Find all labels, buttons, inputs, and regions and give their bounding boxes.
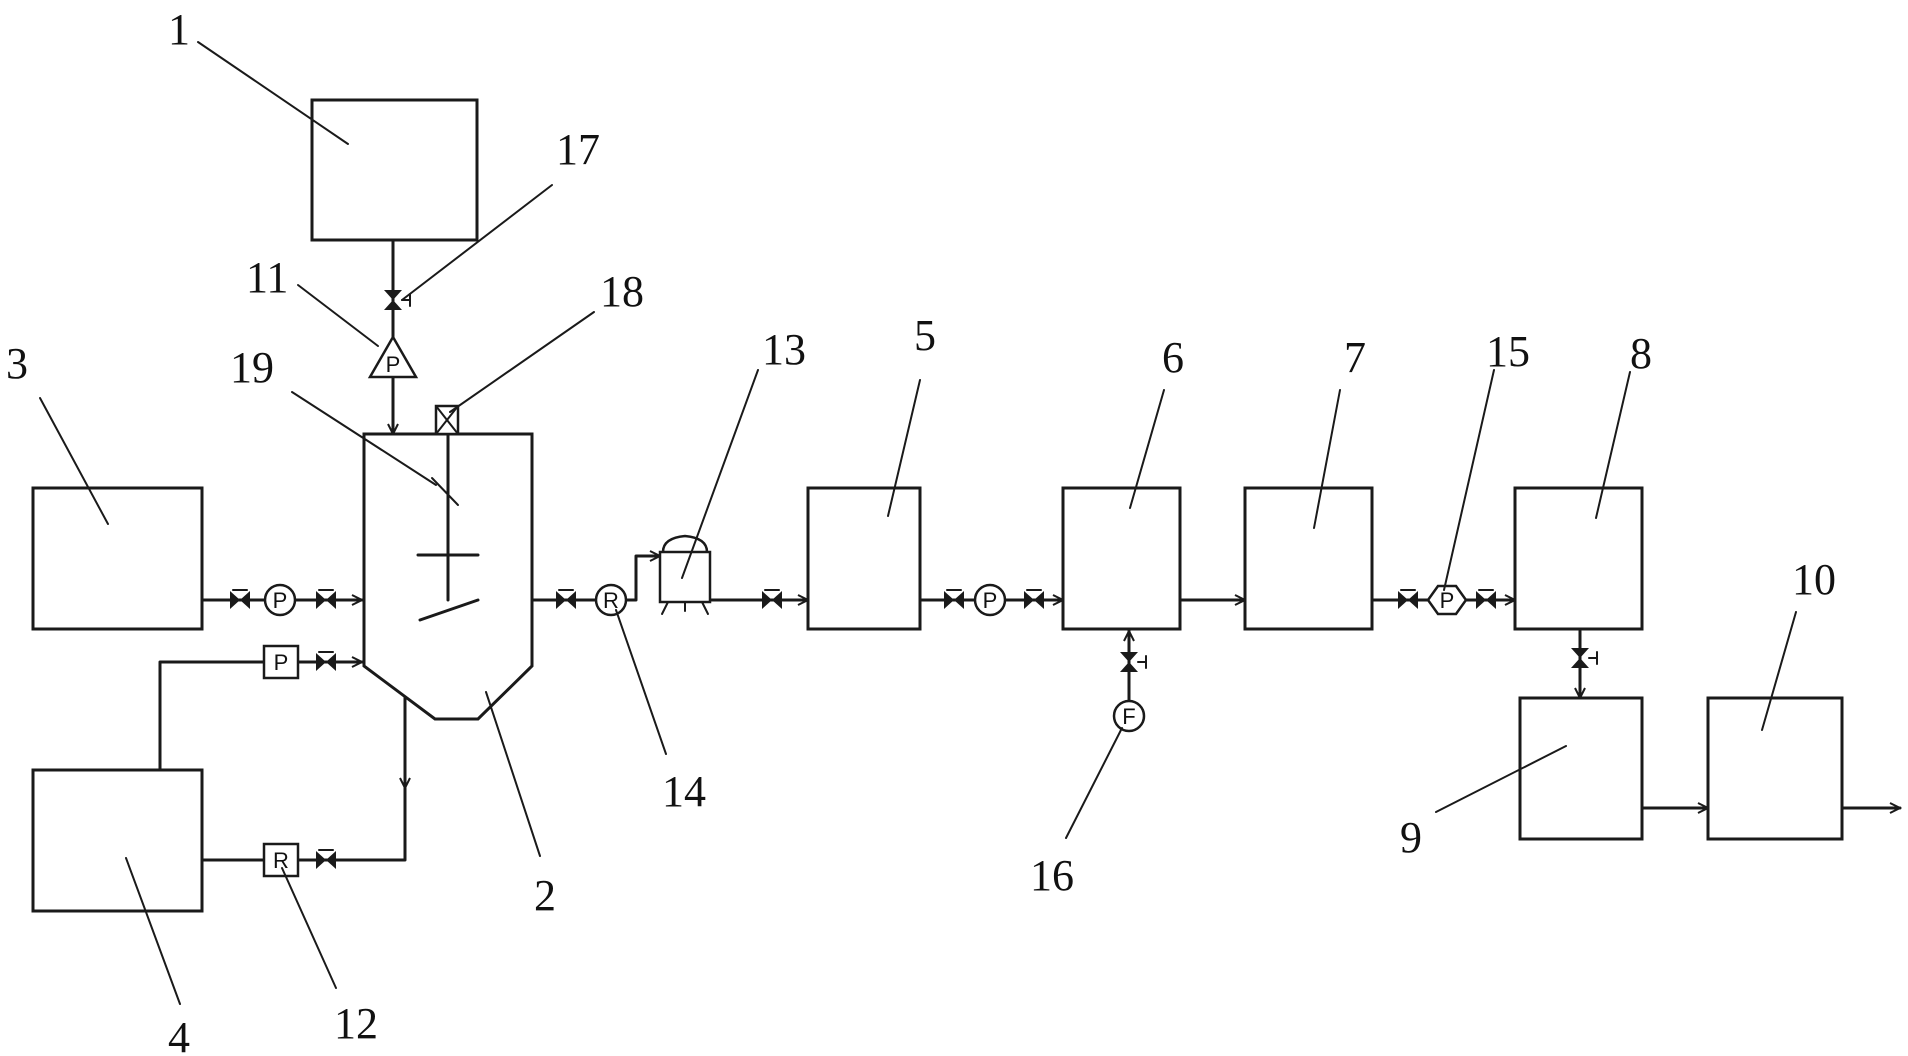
valve-5-6b-icon (1024, 589, 1044, 609)
label-1: 1 (168, 5, 190, 54)
unit-7 (1243, 486, 1374, 631)
device-13-icon (658, 534, 712, 615)
label-11: 11 (246, 253, 288, 302)
svg-text:P: P (273, 588, 288, 613)
valve-7-8a-icon (1398, 589, 1418, 609)
unit-5 (806, 486, 922, 631)
tank-4 (31, 768, 204, 913)
tank-3 (31, 486, 204, 631)
flowmeter-16-icon: F (1112, 699, 1146, 733)
svg-text:P: P (1440, 588, 1455, 613)
leader-2 (485, 691, 541, 857)
label-6: 6 (1162, 333, 1184, 382)
label-7: 7 (1344, 333, 1366, 382)
svg-text:P: P (274, 650, 289, 675)
label-3: 3 (6, 339, 28, 388)
svg-text:P: P (983, 588, 998, 613)
label-13: 13 (762, 325, 806, 374)
leader-14 (615, 609, 667, 755)
svg-text:R: R (603, 588, 619, 613)
valve-reactor-outlet-icon (556, 589, 576, 609)
unit-6 (1061, 486, 1182, 631)
label-15: 15 (1486, 327, 1530, 376)
pipe-reactor-bottom-to-4 (200, 684, 407, 862)
pump-15-icon: P (1426, 584, 1468, 616)
label-18: 18 (600, 267, 644, 316)
label-12: 12 (334, 999, 378, 1048)
leader-5 (887, 379, 921, 517)
label-9: 9 (1400, 813, 1422, 862)
leader-1 (197, 41, 349, 145)
unit-9 (1518, 696, 1644, 841)
leader-7 (1313, 389, 1341, 529)
meter-14-icon: R (594, 583, 628, 617)
valve-3a-icon (230, 589, 250, 609)
pump-11-icon: P (367, 334, 419, 379)
tank-1 (310, 98, 479, 242)
leader-4 (125, 857, 181, 1005)
svg-text:P: P (386, 352, 401, 377)
label-19: 19 (230, 343, 274, 392)
meter-12-icon: R (262, 842, 300, 878)
label-4: 4 (168, 1013, 190, 1056)
label-16: 16 (1030, 851, 1074, 900)
valve-17-icon (384, 290, 411, 310)
valve-before-5-icon (762, 589, 782, 609)
leader-8 (1595, 371, 1631, 519)
leader-15 (1443, 369, 1495, 591)
leader-12 (281, 867, 337, 989)
valve-4-upper-icon (316, 651, 336, 671)
motor-18-icon (434, 404, 460, 436)
valve-4-lower-icon (316, 849, 336, 869)
agitator-blade (418, 598, 480, 622)
label-14: 14 (662, 767, 706, 816)
pipe-reactor-to-13 (530, 556, 662, 602)
valve-8-9-icon (1571, 648, 1598, 668)
valve-3b-icon (316, 589, 336, 609)
valve-7-8b-icon (1476, 589, 1496, 609)
leader-3 (39, 397, 109, 525)
svg-text:F: F (1122, 704, 1135, 729)
leader-17 (401, 184, 553, 301)
svg-text:R: R (273, 848, 289, 873)
label-8: 8 (1630, 329, 1652, 378)
unit-10 (1706, 696, 1844, 841)
pump-4-upper-icon: P (262, 644, 300, 680)
agitator-mark (431, 477, 459, 506)
label-2: 2 (534, 871, 556, 920)
pump-5-6-icon: P (973, 583, 1007, 617)
unit-8 (1513, 486, 1644, 631)
label-17: 17 (556, 125, 600, 174)
leader-6 (1129, 389, 1165, 509)
leader-16 (1065, 727, 1123, 839)
label-10: 10 (1792, 555, 1836, 604)
leader-11 (297, 284, 379, 347)
valve-16-icon (1120, 652, 1147, 672)
leader-19 (291, 391, 437, 486)
leader-10 (1761, 611, 1797, 731)
leader-9 (1435, 745, 1567, 813)
pipe-4-to-reactor (158, 662, 364, 772)
leader-18 (449, 311, 595, 413)
valve-5-6a-icon (944, 589, 964, 609)
label-5: 5 (914, 311, 936, 360)
pump-3-icon: P (263, 583, 297, 617)
leader-13 (681, 369, 759, 579)
